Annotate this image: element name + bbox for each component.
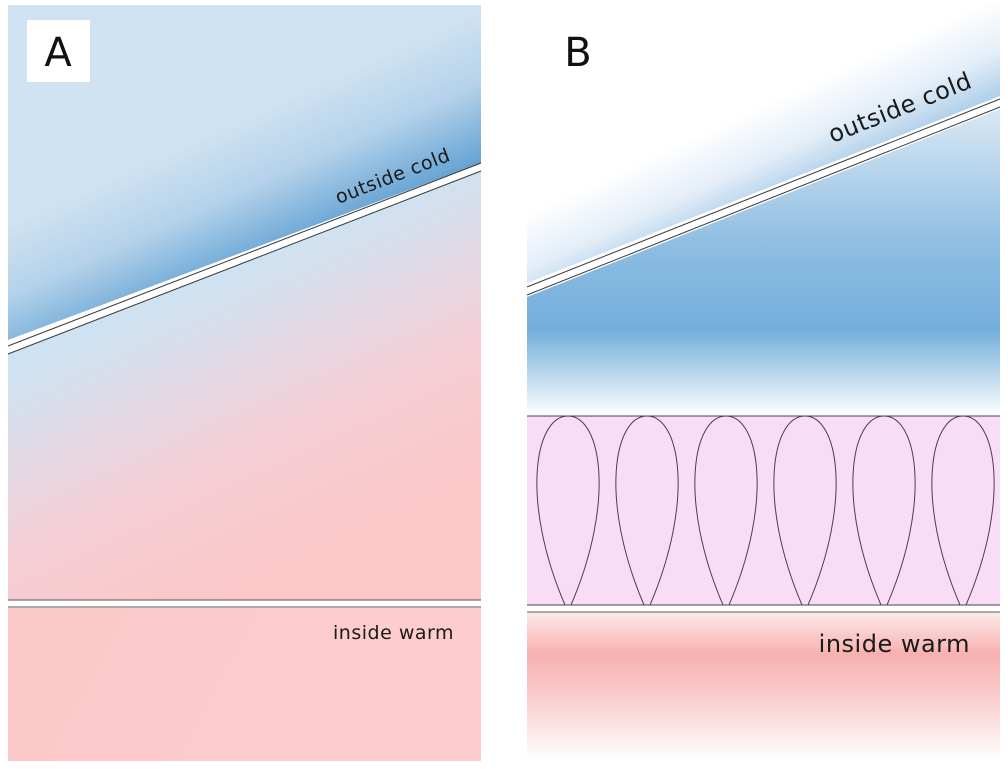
- panel-a-label-box: [27, 20, 90, 82]
- insulation-loop-5: [852, 416, 916, 605]
- insulation-loop-3: [694, 416, 758, 605]
- panel-b-insulation: [527, 415, 1000, 606]
- panel-a-inside-region: [8, 608, 481, 761]
- panel-b-outside-region: [527, 5, 1000, 283]
- panel-b-inside-label: inside warm: [819, 630, 970, 658]
- panel-a-roof-line: [8, 163, 481, 354]
- insulation-loop-1: [536, 416, 600, 605]
- panel-a-attic-region: [8, 171, 481, 600]
- panel-a-label: A: [44, 30, 72, 76]
- panel-b: B outside cold inside warm: [526, 5, 1001, 761]
- insulation-loop-2: [615, 416, 679, 605]
- panel-b-inside-region: [527, 613, 1000, 761]
- panel-a: A outside cold inside warm: [7, 5, 482, 761]
- insulation-loop-4: [773, 416, 837, 605]
- panel-a-outside-region: [8, 5, 481, 340]
- panel-b-roof-line: [527, 99, 1000, 295]
- panel-b-label: B: [564, 30, 591, 76]
- insulation-loop-6: [931, 416, 995, 605]
- panel-a-inside-label: inside warm: [333, 622, 454, 644]
- panel-b-attic-region: [527, 109, 1000, 416]
